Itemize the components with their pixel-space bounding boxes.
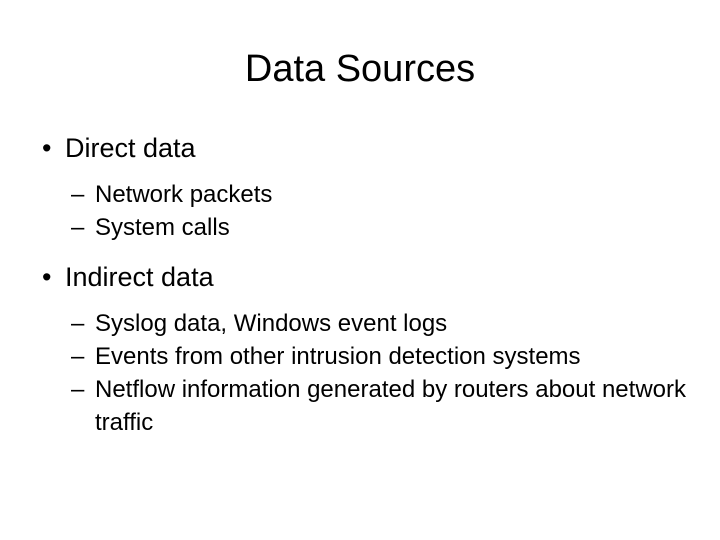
bullet-level2-label: Syslog data, Windows event logs [95,310,448,337]
bullet-level2-syslog-data: – Syslog data, Windows event logs [0,307,720,340]
slide-body: • Direct data – Network packets – System… [0,130,720,439]
dash-bullet-icon: – [71,376,85,403]
bullet-dot-icon: • [42,262,52,292]
bullet-level2-label: Events from other intrusion detection sy… [95,343,581,370]
dash-bullet-icon: – [71,310,85,337]
bullet-dot-icon: • [42,133,52,163]
bullet-level2-events-from-other-ids: – Events from other intrusion detection … [0,340,720,373]
bullet-level1-label: Direct data [65,133,196,163]
bullet-level1-indirect-data: • Indirect data [0,259,720,295]
bullet-level2-label: System calls [95,214,230,241]
dash-bullet-icon: – [71,181,85,208]
page-title: Data Sources [244,48,476,90]
bullet-level2-network-packets: – Network packets [0,178,720,211]
bullet-level1-direct-data: • Direct data [0,130,720,166]
bullet-level2-label: Netflow information generated by routers… [95,376,686,436]
bullet-level2-label: Network packets [95,181,273,208]
dash-bullet-icon: – [71,214,85,241]
bullet-level1-label: Indirect data [65,262,214,292]
bullet-level2-system-calls: – System calls [0,211,720,244]
bullet-level2-netflow-information: – Netflow information generated by route… [0,373,705,439]
dash-bullet-icon: – [71,343,85,370]
